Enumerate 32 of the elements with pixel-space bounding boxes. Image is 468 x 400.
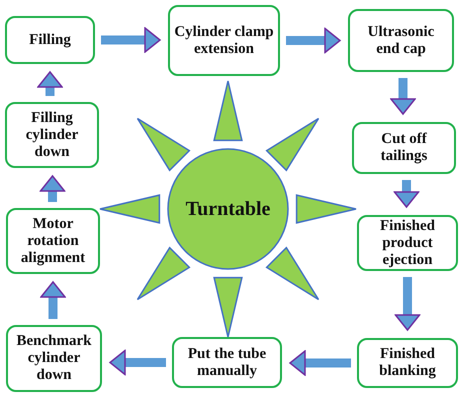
node-label: Cylinder clamp extension [174, 24, 274, 58]
block-arrow [101, 27, 161, 53]
process-box [168, 5, 280, 76]
block-arrow [37, 71, 63, 96]
node-label: Benchmark cylinder down [16, 333, 92, 384]
node-label: Turntable [186, 200, 270, 218]
node-label: Cut off tailings [380, 131, 428, 165]
node-label: Motor rotation alignment [20, 216, 86, 266]
process-box [5, 16, 95, 64]
block-arrow [40, 175, 66, 202]
block-arrow [109, 350, 166, 376]
block-arrow [394, 180, 420, 208]
process-box [348, 9, 454, 72]
node-label: Finished blanking [378, 346, 437, 380]
node-label: Put the tube manually [186, 346, 268, 380]
block-arrow [390, 78, 416, 115]
node-label: Filling cylinder down [24, 110, 80, 160]
block-arrow [394, 277, 420, 331]
turntable-circle [167, 148, 289, 270]
block-arrow [286, 28, 341, 54]
process-box [352, 122, 456, 174]
process-box [357, 338, 458, 388]
process-box [6, 208, 100, 274]
process-box [6, 325, 102, 392]
node-label: Filling [29, 32, 71, 48]
block-arrow [289, 350, 351, 376]
block-arrow [40, 281, 66, 319]
process-box [5, 102, 99, 168]
process-box [357, 215, 458, 271]
node-label: Ultrasonic end cap [366, 24, 436, 58]
node-label: Finished product ejection [378, 218, 436, 268]
process-box [172, 337, 282, 388]
